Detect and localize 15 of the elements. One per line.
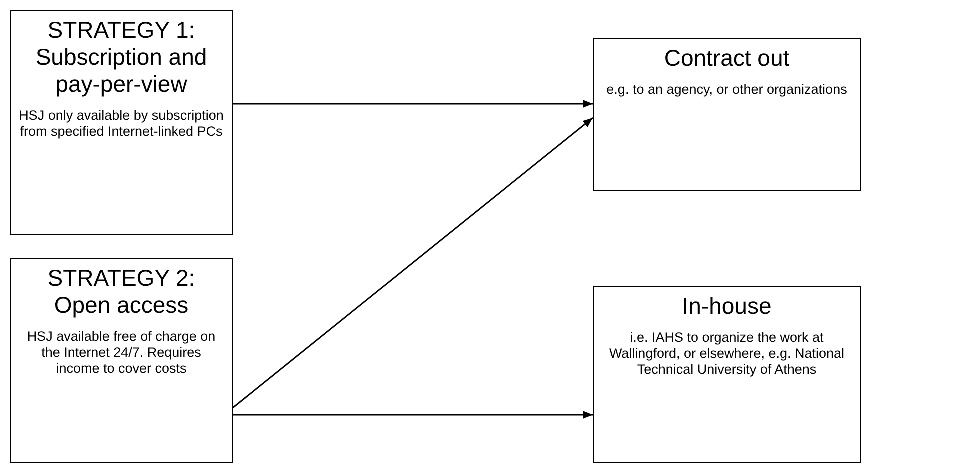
arrow xyxy=(233,100,593,108)
description: HSJ only available by subscription from specified Internet-linked PCs xyxy=(19,108,224,140)
heading: STRATEGY 1: Subscription and pay-per-view xyxy=(34,17,208,98)
strategy-box xyxy=(10,258,233,463)
arrow xyxy=(233,411,593,419)
strategy-box xyxy=(593,38,861,191)
description: i.e. IAHS to organize the work at Wallingford, or elsewhere, e.g. National Technical University of Athens xyxy=(608,330,846,378)
strategy-box xyxy=(10,10,233,235)
arrow xyxy=(232,117,594,409)
strategy-box xyxy=(593,286,861,463)
description: HSJ available free of charge on the Internet 24/7. Requires income to cover costs xyxy=(26,329,217,377)
description: e.g. to an agency, or other organizations xyxy=(606,82,848,98)
heading: STRATEGY 2: Open access xyxy=(46,265,196,319)
heading: In-house xyxy=(681,293,773,320)
heading: Contract out xyxy=(663,45,791,72)
